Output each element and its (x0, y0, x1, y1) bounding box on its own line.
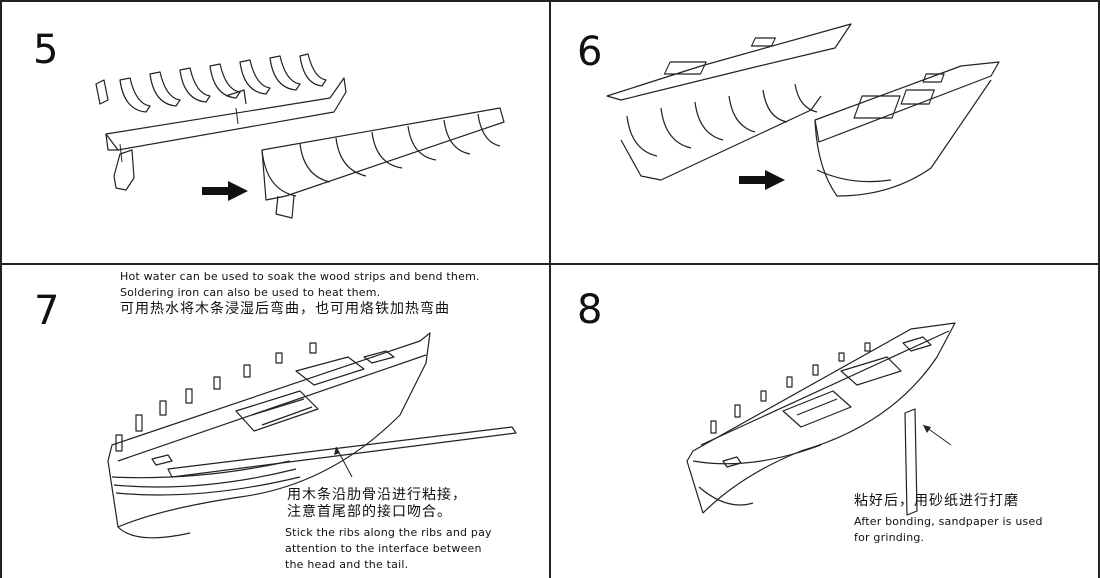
step-8-callout-english-line: After bonding, sandpaper is used (854, 515, 1043, 528)
step-5-panel: 5 (0, 0, 549, 263)
step-7-callout-english-line: the head and the tail. (285, 558, 409, 571)
step-7-tip-chinese: 可用热水将木条浸湿后弯曲，也可用烙铁加热弯曲 (120, 301, 450, 317)
step-7-callout-chinese-line: 注意首尾部的接口吻合。 (287, 504, 452, 520)
step-7-callout-english: Stick the ribs along the ribs and pay at… (285, 525, 492, 573)
step-6-direction-arrow (739, 170, 785, 190)
step-8-panel: 8 (551, 265, 1100, 578)
step-5-number: 5 (33, 27, 59, 73)
step-7-callout-chinese-line: 用木条沿肋骨沿进行粘接， (287, 487, 467, 503)
stern-post-part (113, 149, 135, 191)
sandpaper-block (904, 408, 918, 516)
deck-panel (606, 23, 852, 101)
step-7-callout-english-line: Stick the ribs along the ribs and pay (285, 526, 492, 539)
step-6-illustration (606, 23, 1000, 197)
wood-strip (167, 426, 517, 478)
step-7-panel: 7 Hot water can be used to soak the wood… (0, 265, 549, 578)
rib-ends (115, 342, 317, 452)
frame-center-vertical-divider (549, 0, 551, 578)
step-6-panel: 6 (551, 0, 1100, 263)
loose-rib-part (95, 79, 109, 105)
frame-center-horizontal-divider (0, 263, 1100, 265)
step-7-number: 7 (34, 288, 60, 334)
step-7-tip-english-line: Hot water can be used to soak the wood s… (120, 270, 480, 283)
step-8-callout-english: After bonding, sandpaper is used for gri… (854, 514, 1043, 546)
assembled-ribs (261, 107, 505, 201)
boat-hull (107, 332, 431, 528)
step-8-callout-english-line: for grinding. (854, 531, 925, 544)
step-7-callout-english-line: attention to the interface between (285, 542, 482, 555)
step-7-callout-chinese: 用木条沿肋骨沿进行粘接， 注意首尾部的接口吻合。 (287, 487, 467, 521)
finished-hull (814, 61, 1000, 143)
keel-strip (105, 77, 347, 151)
frame-left-border (0, 0, 2, 578)
step-7-tip-english: Hot water can be used to soak the wood s… (120, 269, 480, 301)
step-5-illustration (95, 53, 505, 219)
step-8-illustration (686, 322, 956, 516)
frame-right-border (1098, 0, 1100, 578)
step-7-illustration (107, 332, 517, 539)
step-6-number: 6 (577, 29, 603, 75)
step-5-direction-arrow (202, 181, 248, 201)
step-8-callout-chinese: 粘好后，用砂纸进行打磨 (854, 493, 1019, 509)
step-7-tip-english-line: Soldering iron can also be used to heat … (120, 286, 381, 299)
step-8-number: 8 (577, 287, 603, 333)
rib-ends (710, 342, 871, 434)
